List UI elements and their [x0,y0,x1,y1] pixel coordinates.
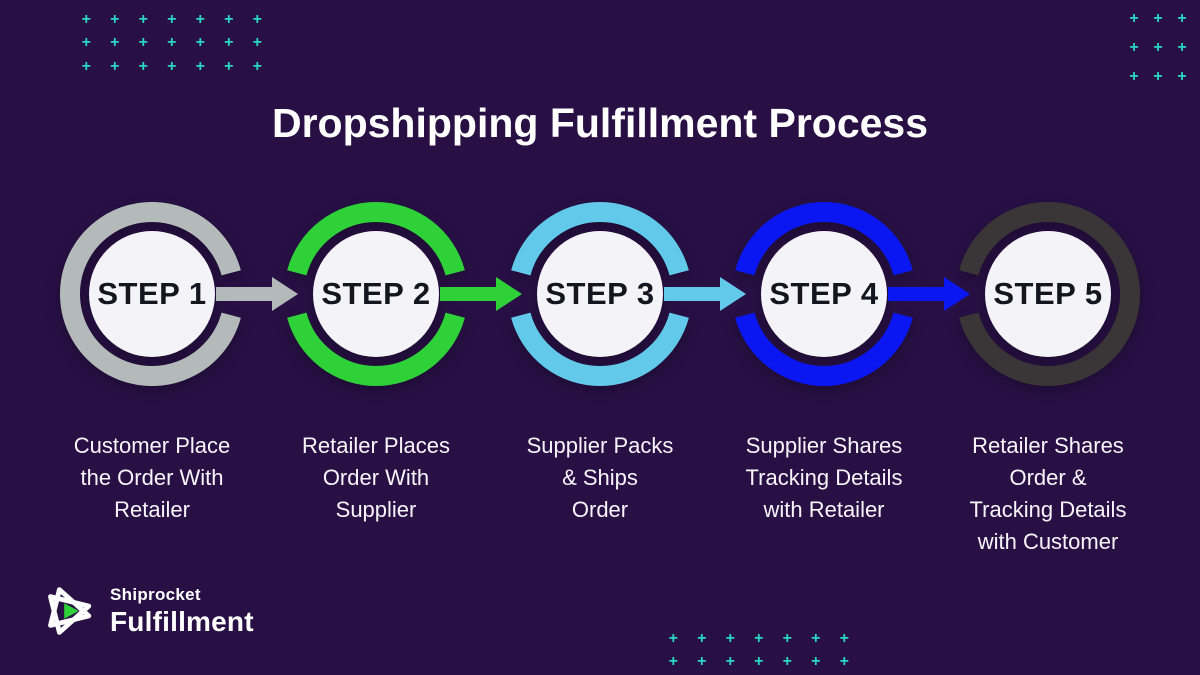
plus-icon: + [697,629,707,647]
step-1: STEP 1 Customer Place the Order With Ret… [40,202,264,558]
step-3: STEP 3 Supplier Packs & Ships Order [488,202,712,558]
plus-icon: + [668,652,678,670]
plus-pattern-top-left: + + + + + + + + + + + + + + + + + + + + + [72,8,272,79]
plus-icon: + [138,10,148,28]
step-4-circle: STEP 4 [732,202,916,386]
plus-icon: + [782,652,792,670]
step-3-description: Supplier Packs & Ships Order [526,433,674,522]
plus-icon: + [754,652,764,670]
step-4-description: Supplier Shares Tracking Details with Re… [745,433,903,522]
plus-icon: + [1129,67,1139,85]
plus-icon: + [1177,9,1187,27]
brand-name: Shiprocket [110,584,201,604]
step-5-circle: STEP 5 [956,202,1140,386]
step-3-ring-graphic [511,202,689,386]
plus-icon: + [195,57,205,75]
step-4: STEP 4 Supplier Shares Tracking Details … [712,202,936,558]
step-5-ring-graphic [959,202,1140,386]
plus-icon: + [138,34,148,52]
brand-logo-text: Shiprocket Fulfillment [110,585,254,638]
plus-icon: + [1129,38,1139,56]
plus-icon: + [110,10,120,28]
plus-icon: + [697,652,707,670]
plus-icon: + [110,34,120,52]
step-2-label: STEP 2 [321,276,431,311]
plus-icon: + [1153,9,1163,27]
plus-pattern-bottom-center: + + + + + + + + + + + + + + [659,627,859,673]
plus-icon: + [81,10,91,28]
process-flow: STEP 1 Customer Place the Order With Ret… [40,202,1160,558]
plus-icon: + [252,34,262,52]
plus-icon: + [811,652,821,670]
plus-icon: + [138,57,148,75]
plus-icon: + [1153,38,1163,56]
plus-pattern-top-right: + + + + + + + + + [1122,4,1194,91]
plus-icon: + [81,57,91,75]
step-3-label: STEP 3 [545,276,655,311]
arrow-step3-to-step4-icon [664,277,746,311]
plus-icon: + [224,34,234,52]
arrow-step1-to-step2-icon [216,277,298,311]
plus-icon: + [1177,38,1187,56]
step-2-circle: STEP 2 [284,202,468,386]
plus-icon: + [167,57,177,75]
plus-icon: + [252,10,262,28]
step-1-ring-graphic [60,202,241,386]
plus-icon: + [754,629,764,647]
plus-icon: + [782,629,792,647]
plus-icon: + [1177,67,1187,85]
step-1-description: Customer Place the Order With Retailer [73,433,231,522]
plus-icon: + [839,652,849,670]
plus-icon: + [252,57,262,75]
step-5: STEP 5 Retailer Shares Order & Tracking … [936,202,1160,558]
plus-icon: + [811,629,821,647]
plus-icon: + [110,57,120,75]
step-1-circle: STEP 1 [60,202,244,386]
step-4-ring-graphic [735,202,913,386]
product-name: Fulfillment [110,605,254,637]
step-2: STEP 2 Retailer Places Order With Suppli… [264,202,488,558]
arrow-step2-to-step3-icon [440,277,522,311]
plus-icon: + [1129,9,1139,27]
brand-logo: Shiprocket Fulfillment [40,580,254,642]
step-4-label: STEP 4 [769,276,879,311]
plus-icon: + [224,57,234,75]
plus-icon: + [839,629,849,647]
plus-icon: + [668,629,678,647]
plus-icon: + [725,652,735,670]
plus-icon: + [81,34,91,52]
step-2-ring-graphic [287,202,465,386]
plus-icon: + [725,629,735,647]
plus-icon: + [167,10,177,28]
step-5-description: Retailer Shares Order & Tracking Details… [969,433,1127,554]
infographic-title: Dropshipping Fulfillment Process [271,100,929,146]
plus-icon: + [195,10,205,28]
step-5-label: STEP 5 [993,276,1103,311]
plus-icon: + [195,34,205,52]
step-3-circle: STEP 3 [508,202,692,386]
plus-icon: + [224,10,234,28]
step-1-label: STEP 1 [97,276,207,311]
shiprocket-logo-icon [48,587,92,635]
plus-icon: + [1153,67,1163,85]
step-2-description: Retailer Places Order With Supplier [302,433,450,522]
arrow-step4-to-step5-icon [888,277,970,311]
plus-icon: + [167,34,177,52]
